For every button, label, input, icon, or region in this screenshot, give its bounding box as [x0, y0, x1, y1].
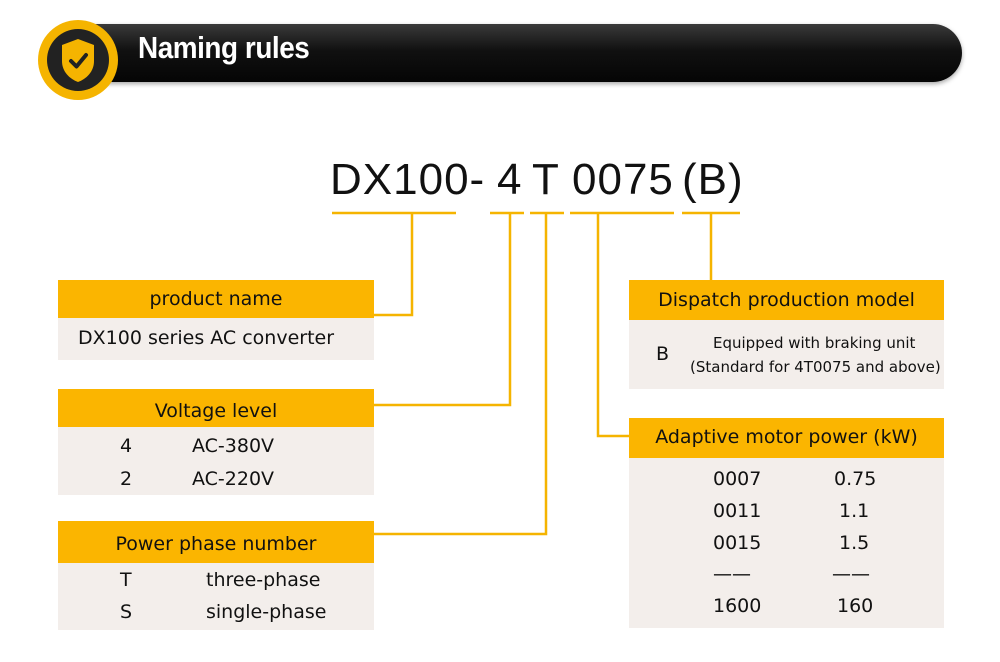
dispatch-line1: Equipped with braking unit: [713, 334, 916, 352]
power-code: 0007: [713, 468, 762, 490]
phase-code: T: [120, 569, 132, 591]
motor-power-box: Adaptive motor power (kW) 0007 0.75 0011…: [629, 418, 944, 628]
power-code: 0011: [713, 500, 762, 522]
power-value: ——: [832, 563, 870, 585]
dispatch-code: B: [656, 343, 670, 365]
power-value: 1.1: [839, 500, 870, 522]
dispatch-line2: (Standard for 4T0075 and above): [690, 358, 941, 376]
phase-value: three-phase: [206, 569, 321, 591]
model-code-series: DX100-: [330, 155, 486, 204]
voltage-value: AC-220V: [192, 468, 275, 490]
product-name-value: DX100 series AC converter: [78, 327, 335, 349]
voltage-level-heading: Voltage level: [58, 389, 374, 427]
model-code-option: (B): [682, 155, 744, 204]
motor-power-heading: Adaptive motor power (kW): [629, 418, 944, 458]
power-code: 1600: [713, 595, 762, 617]
power-phase-box: Power phase number T three-phase S singl…: [58, 521, 374, 630]
page-title: Naming rules: [138, 30, 310, 65]
phase-code: S: [120, 601, 133, 623]
product-name-heading: product name: [58, 280, 374, 318]
power-phase-heading: Power phase number: [58, 521, 374, 563]
voltage-code: 2: [120, 468, 133, 490]
power-code: 0015: [713, 532, 762, 554]
phase-value: single-phase: [206, 601, 327, 623]
power-value: 0.75: [834, 468, 877, 490]
power-value: 160: [837, 595, 874, 617]
dispatch-model-heading: Dispatch production model: [629, 280, 944, 320]
model-code-voltage: 4: [497, 155, 523, 204]
model-code-phase: T: [532, 155, 560, 204]
shield-check-icon: [38, 20, 118, 100]
model-code-power: 0075: [572, 155, 674, 204]
voltage-level-box: Voltage level 4 AC-380V 2 AC-220V: [58, 389, 374, 495]
power-code: ——: [713, 563, 751, 585]
product-name-box: product name DX100 series AC converter: [58, 280, 374, 360]
dispatch-model-box: Dispatch production model B Equipped wit…: [629, 280, 944, 389]
header-banner: [70, 24, 962, 82]
voltage-code: 4: [120, 435, 133, 457]
voltage-value: AC-380V: [192, 435, 275, 457]
power-value: 1.5: [839, 532, 870, 554]
